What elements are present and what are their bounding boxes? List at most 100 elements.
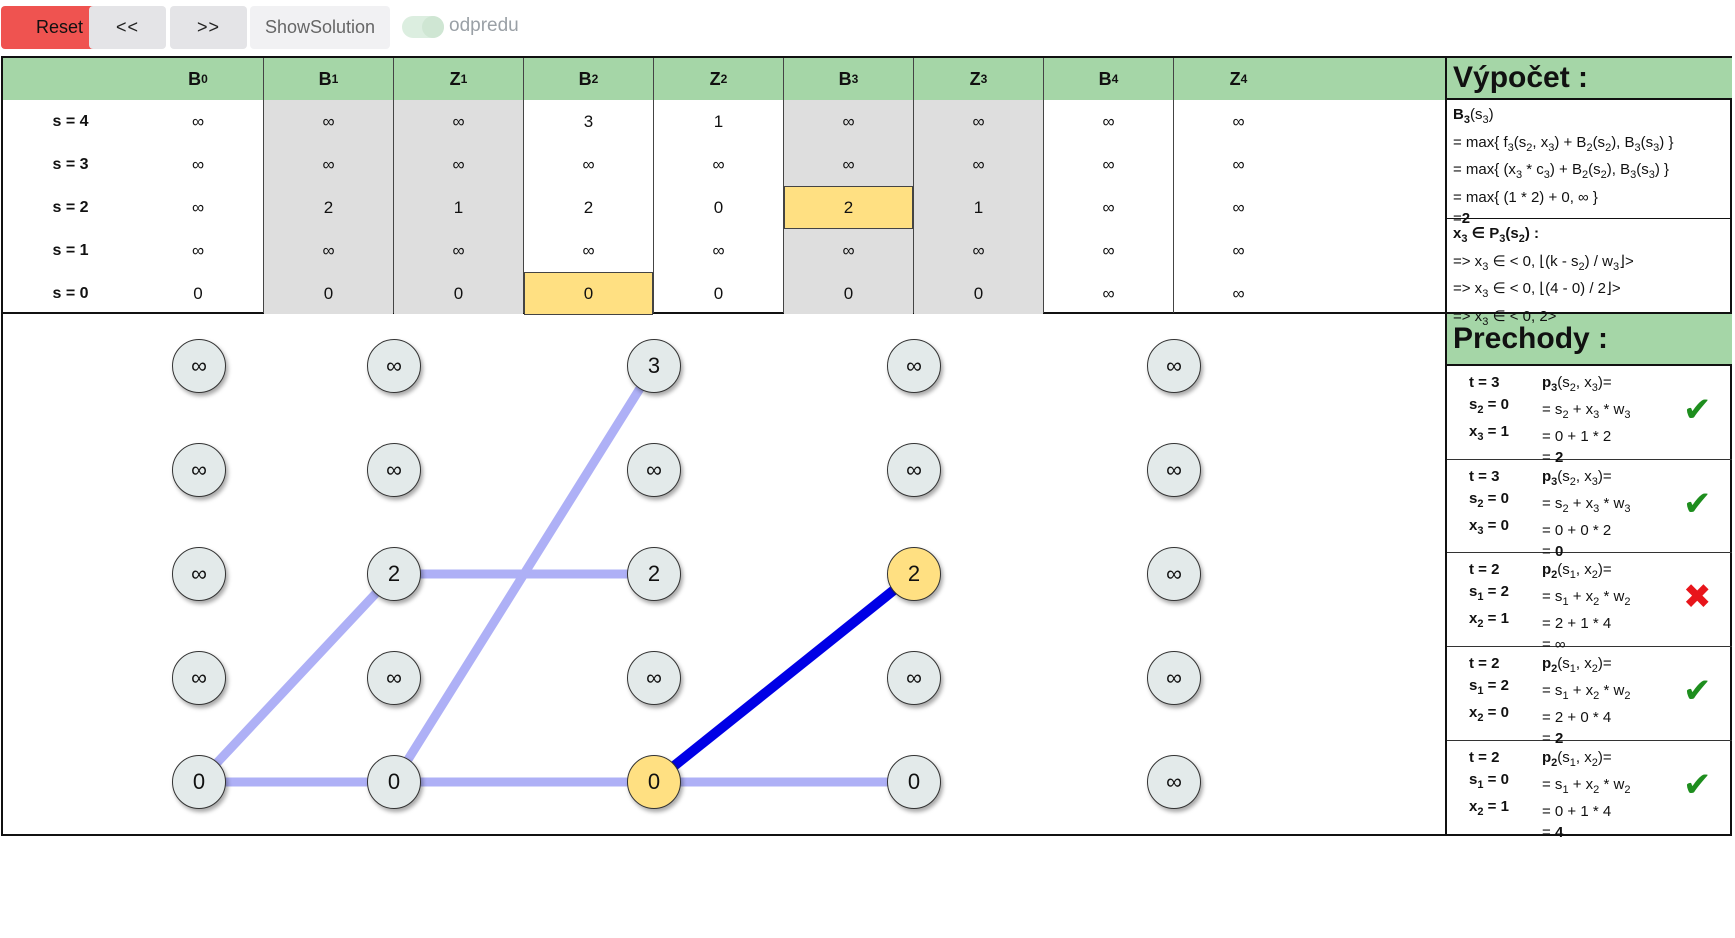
table-cell: 0 [713,283,724,303]
graph-edges [195,363,918,787]
table-cell: ∞ [1102,240,1115,260]
table-cell: ∞ [1102,197,1115,217]
table-cell: 0 [713,197,724,217]
table-cell: ∞ [712,154,725,174]
graph-node[interactable]: 0 [172,755,226,809]
graph-node[interactable]: ∞ [887,443,941,497]
column-header-base: Z [449,68,461,89]
graph-node[interactable]: ∞ [172,339,226,393]
table-cell: 3 [583,111,594,131]
graph-node[interactable]: ∞ [1147,651,1201,705]
previous-step-button[interactable]: << [89,6,166,49]
table-cell: 1 [453,197,464,217]
table-cell: ∞ [452,154,465,174]
graph-node[interactable]: 0 [627,755,681,809]
graph-node[interactable]: 3 [627,339,681,393]
column-header-base: B [838,68,852,89]
table-cell: ∞ [191,240,205,260]
calculation-title: Výpočet : [1447,58,1732,100]
graph-node[interactable]: ∞ [367,443,421,497]
transitions-title: Prechody : [1447,314,1732,366]
column-header-base: B [318,68,332,89]
column-header-index: 1 [460,72,468,86]
column-header-index: 1 [331,72,339,86]
column-header-index: 0 [201,72,208,86]
graph-node[interactable]: ∞ [172,547,226,601]
table-cell: ∞ [712,240,725,260]
graph-node[interactable]: 0 [887,755,941,809]
graph-node[interactable]: ∞ [1147,547,1201,601]
table-cell: ∞ [1102,154,1115,174]
table-cell: ∞ [322,154,335,174]
table-cell: ∞ [191,111,205,131]
table-cell: ∞ [1232,154,1245,174]
table-cell: ∞ [972,240,985,260]
row-label: s = 4 [52,112,89,130]
graph-node[interactable]: 2 [627,547,681,601]
graph-node[interactable]: ∞ [1147,339,1201,393]
graph-node[interactable]: 0 [367,755,421,809]
graph-node[interactable]: ∞ [627,443,681,497]
graph-node[interactable]: ∞ [887,339,941,393]
table-cell: ∞ [582,240,595,260]
valid-check-icon: ✔ [1683,391,1712,429]
table-cell: 0 [843,283,854,303]
show-solution-button[interactable]: ShowSolution [250,6,390,49]
edge-b2s0-b3s2-active [650,570,918,786]
table-cell: ∞ [842,154,855,174]
table-cell: ∞ [972,111,985,131]
table-cell: 0 [524,272,653,315]
column-header-index: 3 [980,72,988,86]
direction-label: odpredu [449,15,519,36]
row-label: s = 2 [52,198,89,216]
table-cell: ∞ [842,111,855,131]
table-cell: ∞ [582,154,595,174]
graph-node[interactable]: ∞ [887,651,941,705]
column-header-index: 3 [851,72,859,86]
table-cell: 2 [784,186,913,229]
graph-node[interactable]: ∞ [172,651,226,705]
graph-node[interactable]: ∞ [367,339,421,393]
edge-b1s0-b2s4 [390,363,658,785]
next-step-button[interactable]: >> [170,6,247,49]
graph-node[interactable]: ∞ [1147,443,1201,497]
table-cell: ∞ [322,240,335,260]
graph-node[interactable]: ∞ [1147,755,1201,809]
direction-toggle[interactable] [402,16,444,38]
table-cell: ∞ [1102,111,1115,131]
graph-node[interactable]: 2 [367,547,421,601]
table-cell: ∞ [191,197,205,217]
table-cell: ∞ [322,111,335,131]
row-label: s = 3 [52,155,89,173]
table-cell: ∞ [1232,240,1245,260]
graph-node[interactable]: ∞ [627,651,681,705]
table-cell: ∞ [1232,111,1245,131]
graph-node[interactable]: ∞ [172,443,226,497]
table-cell: 2 [583,197,594,217]
toggle-knob [422,16,444,38]
table-cell: ∞ [452,240,465,260]
column-header-base: B [578,68,592,89]
column-header-base: B [188,68,202,89]
graph-node[interactable]: ∞ [367,651,421,705]
graph-node[interactable]: 2 [887,547,941,601]
calculation-formula: B3(s3) = max{ f3(s2, x3) + B2(s2), B3(s3… [1447,100,1732,227]
